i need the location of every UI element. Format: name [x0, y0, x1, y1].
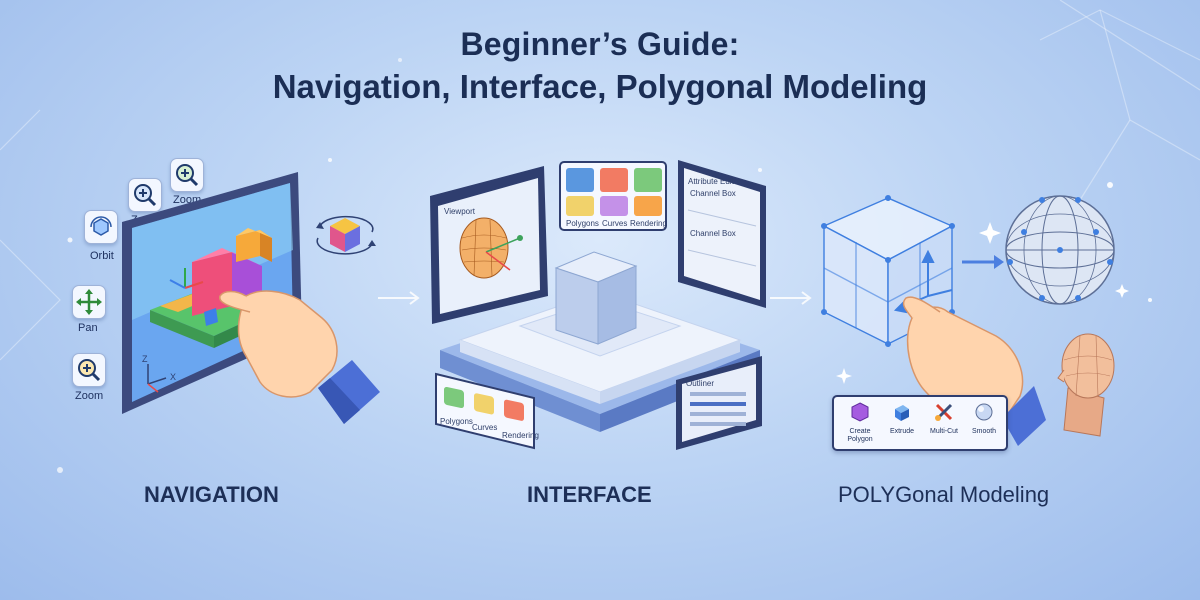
ground-side — [150, 310, 214, 348]
create-polygon-icon — [851, 402, 869, 422]
pan-tool-label: Pan — [78, 322, 98, 334]
pan-icon — [76, 289, 102, 315]
create-polygon-label: Create Polygon — [847, 428, 873, 443]
screen-glow — [132, 183, 293, 320]
shelf-tile-label: Rendering — [502, 431, 539, 440]
viewport-panel: Viewport — [430, 166, 548, 324]
attribute-editor-title: Attribute Editor — [688, 177, 741, 186]
cube-top-red — [192, 248, 262, 266]
sparkle-icon — [836, 222, 1129, 384]
smooth-label: Smooth — [971, 428, 997, 435]
shelf-tile-label: Rendering — [630, 219, 667, 228]
interface-platform — [440, 251, 760, 432]
multi-cut-label: Multi-Cut — [929, 428, 958, 435]
multi-cut-icon — [935, 403, 953, 421]
subtitle-bold: Polygonal Modeling — [615, 68, 928, 105]
orbit-cube-icon — [316, 215, 376, 255]
zoom-icon — [78, 359, 101, 382]
create-polygon-button[interactable]: Create Polygon — [840, 401, 880, 444]
smooth-button[interactable]: Smooth — [964, 401, 1004, 435]
outliner-panel: Outliner — [676, 356, 762, 450]
cube-small-blue — [204, 308, 218, 326]
extrude-icon — [895, 405, 909, 421]
polygonal-modeling-label: POLYGonal Modeling — [838, 482, 1050, 507]
central-cube-side — [597, 265, 637, 345]
cube-top-orange — [236, 228, 272, 238]
zoom-tool-label: Zoom — [75, 390, 104, 402]
modeling-toolbar: Create Polygon Extrude Multi-Cut Smooth — [832, 395, 1008, 451]
orbit-tool-button[interactable] — [84, 210, 118, 244]
cube-side-orange — [260, 230, 272, 262]
interface-label: INTERFACE — [527, 482, 652, 507]
channel-box-subtitle: Channel Box — [690, 229, 736, 238]
mannequin-head — [1057, 333, 1115, 437]
page-title: Beginner’s Guide: — [460, 26, 740, 62]
multi-cut-button[interactable]: Multi-Cut — [924, 401, 964, 435]
cube-front-orange — [236, 230, 260, 262]
shelf-tile-label: Curves — [602, 219, 627, 228]
orbit-tool-label: Orbit — [90, 250, 114, 262]
zoom-tool-button[interactable] — [72, 353, 106, 387]
shelf-tile-label: Curves — [472, 423, 497, 432]
shelf-tile-label: Polygons — [566, 219, 599, 228]
axis-x-label: X — [170, 372, 176, 382]
extrude-button[interactable]: Extrude — [882, 401, 922, 435]
navigation-label: NAVIGATION — [144, 482, 279, 507]
zoom-tool-button[interactable] — [128, 178, 162, 212]
hand-pointer — [218, 290, 380, 424]
zoom-tool-button[interactable] — [170, 158, 204, 192]
pan-tool-button[interactable] — [72, 285, 106, 319]
shelf-panel-bottom: Polygons Curves Rendering — [435, 372, 539, 450]
wireframe-sphere — [1005, 195, 1115, 305]
subtitle-regular: Navigation, Interface, — [272, 68, 616, 105]
channel-box-title: Channel Box — [690, 189, 736, 198]
hand-sleeve — [1002, 386, 1046, 446]
outliner-title: Outliner — [686, 379, 714, 388]
shelf-panel-top: Polygons Curves Rendering — [559, 161, 667, 231]
transform-arrow-icon — [962, 255, 1004, 269]
page-subtitle: Navigation, Interface, Polygonal Modelin… — [0, 68, 1200, 106]
shelf-tile-label: Polygons — [440, 417, 473, 426]
zoom-icon — [176, 164, 199, 187]
axis-z-label: Z — [142, 354, 148, 364]
zoom-icon — [134, 184, 157, 207]
orbit-icon — [90, 216, 112, 236]
viewport-panel-title: Viewport — [444, 207, 476, 216]
attribute-editor-panel: Attribute Editor Channel Box Channel Box — [678, 160, 766, 308]
extrude-label: Extrude — [889, 428, 915, 435]
smooth-icon — [975, 403, 993, 421]
